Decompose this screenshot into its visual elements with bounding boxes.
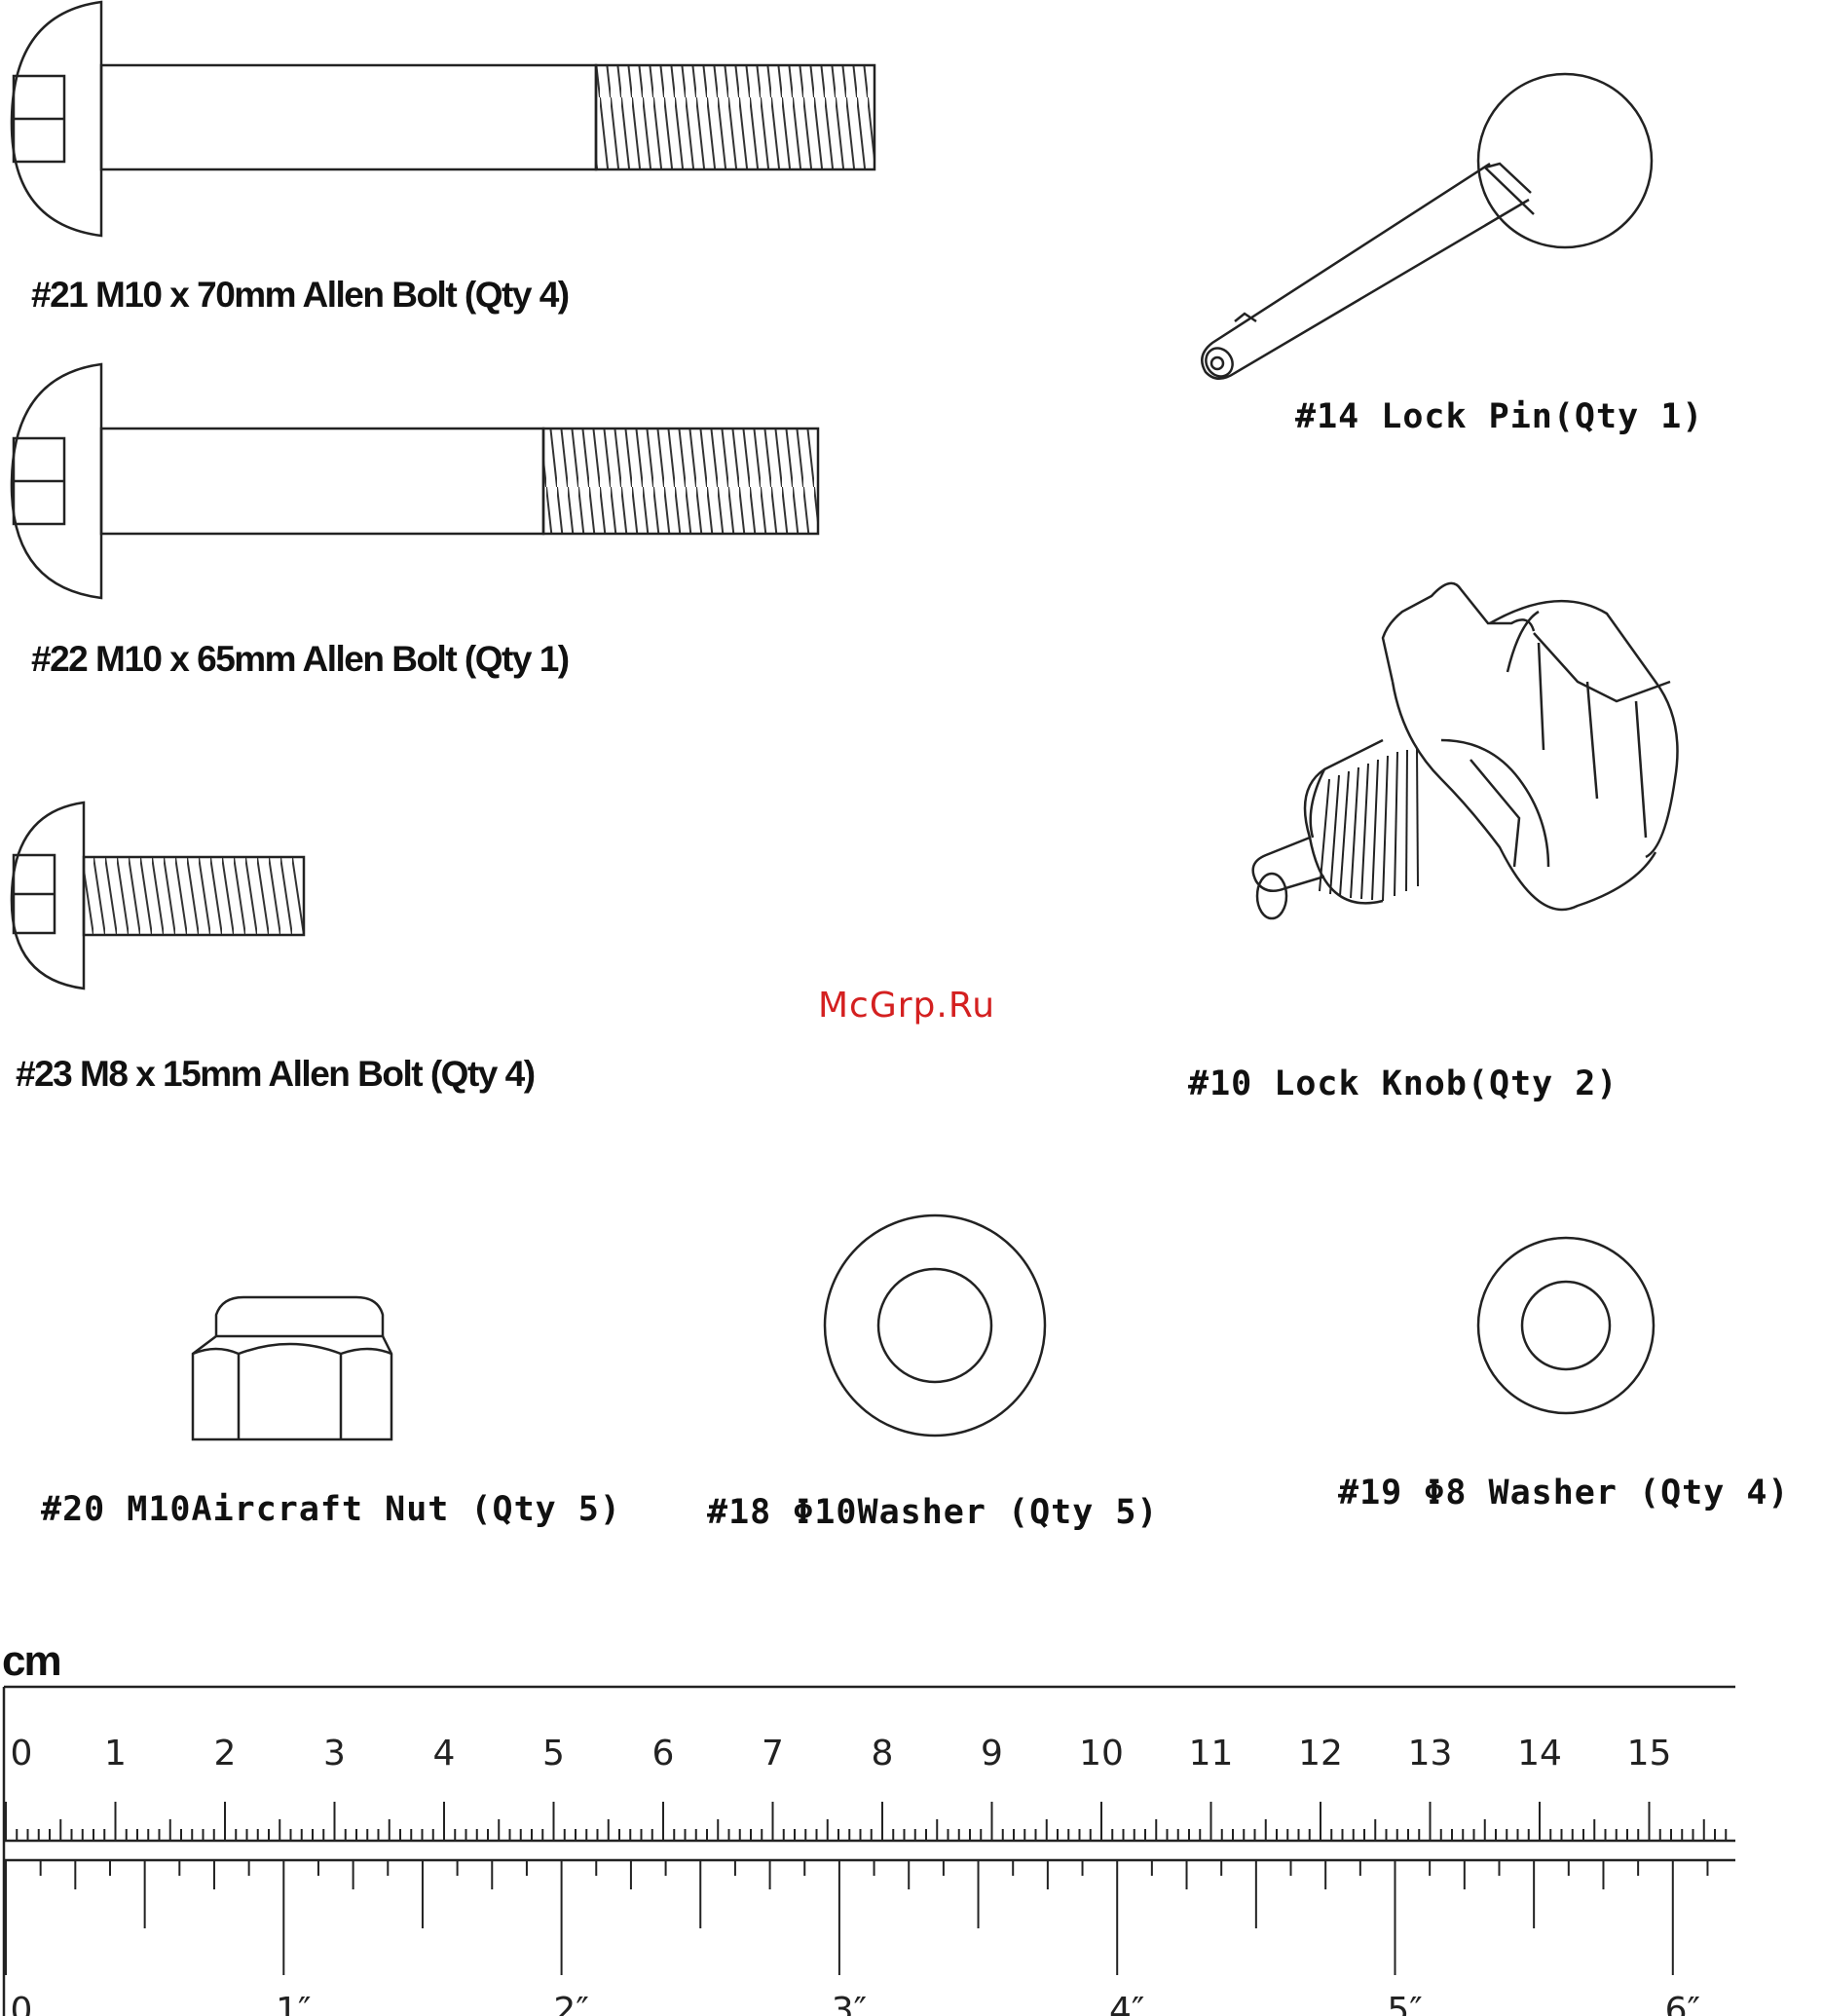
cm-number: 15 [1627, 1734, 1672, 1773]
part-19-label: #19 Φ8 Washer (Qty 4) [1338, 1474, 1790, 1512]
part-23-label: #23 M8 x 15mm Allen Bolt (Qty 4) [16, 1054, 535, 1095]
inch-number: 0 [11, 1991, 33, 2016]
part-14-label: #14 Lock Pin(Qty 1) [1295, 397, 1703, 436]
cm-number: 1 [104, 1734, 127, 1773]
cm-number: 8 [872, 1734, 894, 1773]
part-21-label: #21 M10 x 70mm Allen Bolt (Qty 4) [31, 275, 569, 316]
cm-number: 7 [762, 1734, 784, 1773]
lock-pin-14-drawing [1201, 74, 1652, 382]
washer-18-drawing [825, 1215, 1045, 1436]
cm-number: 14 [1517, 1734, 1562, 1773]
inch-number: 4″ [1109, 1991, 1144, 2016]
cm-number: 12 [1298, 1734, 1343, 1773]
ruler-unit-label: cm [2, 1637, 60, 1686]
bolt-21-drawing [12, 2, 874, 236]
bolt-23-drawing [12, 803, 304, 989]
cm-number: 10 [1079, 1734, 1124, 1773]
lock-knob-10-drawing [1253, 583, 1678, 918]
inch-number: 5″ [1387, 1991, 1422, 2016]
part-10-label: #10 Lock Knob(Qty 2) [1188, 1064, 1618, 1103]
cm-number: 0 [11, 1734, 33, 1773]
inch-number: 3″ [832, 1991, 867, 2016]
part-20-label: #20 M10Aircraft Nut (Qty 5) [41, 1490, 621, 1529]
cm-number: 3 [323, 1734, 346, 1773]
bolt-22-drawing [12, 364, 818, 598]
cm-number: 5 [542, 1734, 565, 1773]
aircraft-nut-20-drawing [193, 1297, 391, 1439]
washer-19-drawing [1478, 1238, 1654, 1413]
part-18-label: #18 Φ10Washer (Qty 5) [707, 1493, 1159, 1532]
inch-number: 2″ [553, 1991, 588, 2016]
cm-number: 4 [433, 1734, 456, 1773]
inch-number: 1″ [276, 1991, 311, 2016]
cm-ticks [6, 1802, 1726, 1841]
watermark: McGrp.Ru [818, 986, 995, 1026]
inch-ticks [6, 1860, 1707, 1975]
cm-number: 2 [214, 1734, 237, 1773]
cm-number: 11 [1189, 1734, 1234, 1773]
inch-number: 6″ [1665, 1991, 1700, 2016]
cm-number: 9 [981, 1734, 1003, 1773]
cm-number: 13 [1408, 1734, 1453, 1773]
cm-number: 6 [652, 1734, 675, 1773]
ruler [4, 1687, 1735, 2016]
part-22-label: #22 M10 x 65mm Allen Bolt (Qty 1) [31, 639, 569, 680]
